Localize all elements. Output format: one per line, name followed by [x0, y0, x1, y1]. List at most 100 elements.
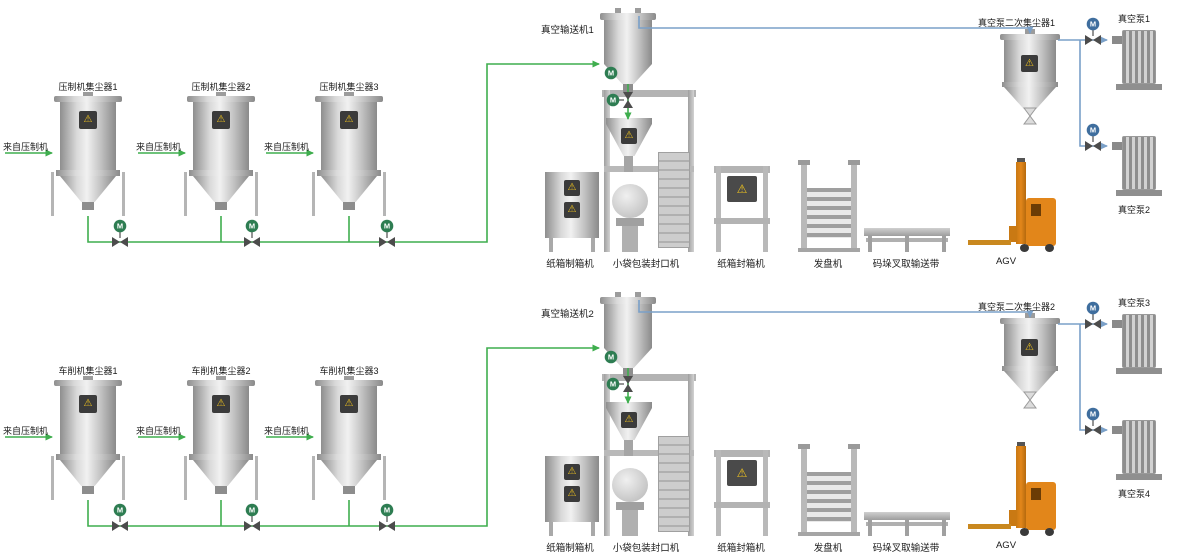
valve-motor-label: M	[117, 222, 123, 231]
motor-valve[interactable]: M	[379, 219, 395, 247]
valve-motor-label: M	[608, 353, 614, 362]
bag-packing-sealer[interactable]: ⚠	[602, 90, 696, 252]
carton-forming-machine[interactable]: ⚠ ⚠	[543, 168, 601, 252]
collector-top-stub	[216, 376, 226, 381]
motor-valve[interactable]: M	[379, 503, 395, 531]
dust-collector[interactable]: 压制机集尘器2 ⚠	[184, 82, 258, 232]
vessel-inlet-motor[interactable]: M	[604, 350, 618, 364]
machine-leg	[591, 238, 595, 252]
palletizing-fork-conveyor[interactable]	[864, 510, 950, 536]
butterfly-valve-icon	[1085, 35, 1101, 45]
warning-icon: ⚠	[727, 460, 757, 486]
vacuum-pump-label: 真空泵1	[1118, 14, 1151, 24]
conveyor-leg	[942, 236, 946, 252]
agv-forklift[interactable]	[966, 158, 1058, 252]
pump-inlet	[1112, 320, 1124, 328]
vacuum-pump[interactable]	[1112, 136, 1166, 200]
warning-glyph: ⚠	[1025, 341, 1034, 353]
carton-sealing-machine[interactable]: ⚠	[714, 448, 770, 536]
dust-collector[interactable]: 车削机集尘器2 ⚠	[184, 366, 258, 516]
motor-valve[interactable]: M	[244, 219, 260, 247]
pump-inlet	[1112, 36, 1124, 44]
collector-outlet	[343, 202, 355, 210]
motor-valve[interactable]: M	[1085, 407, 1101, 435]
pump-body	[1122, 136, 1156, 190]
vessel-top-nozzle	[635, 8, 641, 14]
bag-packing-sealer[interactable]: ⚠	[602, 374, 696, 536]
conveyor-leg	[942, 520, 946, 536]
tray-stack	[807, 188, 851, 238]
dust-collector-label: 压制机集尘器1	[58, 82, 118, 92]
hopper-chute	[624, 156, 633, 172]
tray-dispenser[interactable]	[798, 160, 860, 252]
dust-collector[interactable]: 车削机集尘器3 ⚠	[312, 366, 386, 516]
motor-valve[interactable]: M	[606, 92, 633, 108]
butterfly-valve-icon	[623, 376, 633, 392]
equipment-label: 小袋包装封口机	[612, 543, 680, 554]
motor-valve[interactable]: M	[606, 376, 633, 392]
butterfly-valve-icon	[244, 521, 260, 531]
collector-top-cap	[1000, 318, 1060, 324]
tray-dispenser[interactable]	[798, 444, 860, 536]
vacuum-pump[interactable]	[1112, 30, 1166, 94]
vacuum-pump-label: 真空泵3	[1118, 298, 1151, 308]
warning-icon: ⚠	[212, 395, 230, 413]
secondary-collector-label: 真空泵二次集尘器2	[978, 302, 1056, 312]
pump-base	[1116, 190, 1162, 196]
collector-body: ⚠	[193, 386, 249, 454]
motor-valve[interactable]: M	[1085, 301, 1101, 329]
motor-valve[interactable]: M	[1085, 17, 1101, 45]
warning-glyph: ⚠	[344, 114, 354, 125]
motor-valve[interactable]: M	[112, 503, 128, 531]
collector-top-cap	[187, 380, 255, 386]
vessel-top-cap	[600, 13, 656, 20]
collector-top-cap	[54, 380, 122, 386]
valve-motor-label: M	[249, 506, 255, 515]
secondary-dust-collector[interactable]: ⚠	[1000, 29, 1060, 122]
vacuum-pump[interactable]	[1112, 420, 1166, 484]
dust-collector[interactable]: 车削机集尘器1 ⚠	[51, 366, 125, 516]
agv-forklift[interactable]	[966, 442, 1058, 536]
collector-flange	[317, 170, 381, 176]
hopper-rim	[606, 402, 652, 408]
collector-top-stub	[83, 376, 93, 381]
collector-leg	[383, 172, 386, 216]
equipment-label: 纸箱封箱机	[717, 543, 765, 554]
frame-post	[801, 165, 807, 252]
motor-valve[interactable]: M	[244, 503, 260, 531]
collector-body: ⚠	[1004, 40, 1056, 82]
frame-beam	[714, 166, 770, 173]
collector-leg	[312, 456, 315, 500]
collector-body: ⚠	[1004, 324, 1056, 366]
butterfly-valve-icon	[112, 521, 128, 531]
material-header-pipe	[87, 60, 600, 243]
collector-flange	[56, 454, 120, 460]
agv-fork	[968, 240, 1011, 245]
butterfly-valve-icon	[623, 92, 633, 108]
vessel-inlet-motor[interactable]: M	[604, 66, 618, 80]
butterfly-valve-icon	[112, 237, 128, 247]
palletizing-fork-conveyor[interactable]	[864, 226, 950, 252]
collector-flange	[1002, 82, 1058, 87]
equipment-label: 码垛叉取输送带	[872, 543, 940, 554]
vacuum-conveyor[interactable]	[600, 8, 656, 94]
carton-forming-machine[interactable]: ⚠ ⚠	[543, 452, 601, 536]
process-line-section: M M M M	[0, 284, 1194, 556]
valve-motor-icon	[606, 93, 620, 107]
valve-motor-icon	[1086, 301, 1100, 315]
inlet-source-label: 来自压制机	[136, 426, 182, 436]
motor-valve[interactable]: M	[1085, 123, 1101, 151]
collector-top-cap	[1000, 34, 1060, 40]
motor-valve[interactable]: M	[112, 219, 128, 247]
frame-post	[851, 165, 857, 252]
collector-leg	[312, 172, 315, 216]
collector-body: ⚠	[60, 102, 116, 170]
discharge-valve-icon	[1023, 391, 1037, 409]
valve-motor-icon	[113, 503, 127, 517]
secondary-dust-collector[interactable]: ⚠	[1000, 313, 1060, 406]
vacuum-pump[interactable]	[1112, 314, 1166, 378]
carton-sealing-machine[interactable]: ⚠	[714, 164, 770, 252]
warning-icon: ⚠	[79, 111, 97, 129]
dust-collector[interactable]: 压制机集尘器3 ⚠	[312, 82, 386, 232]
dust-collector[interactable]: 压制机集尘器1 ⚠	[51, 82, 125, 232]
